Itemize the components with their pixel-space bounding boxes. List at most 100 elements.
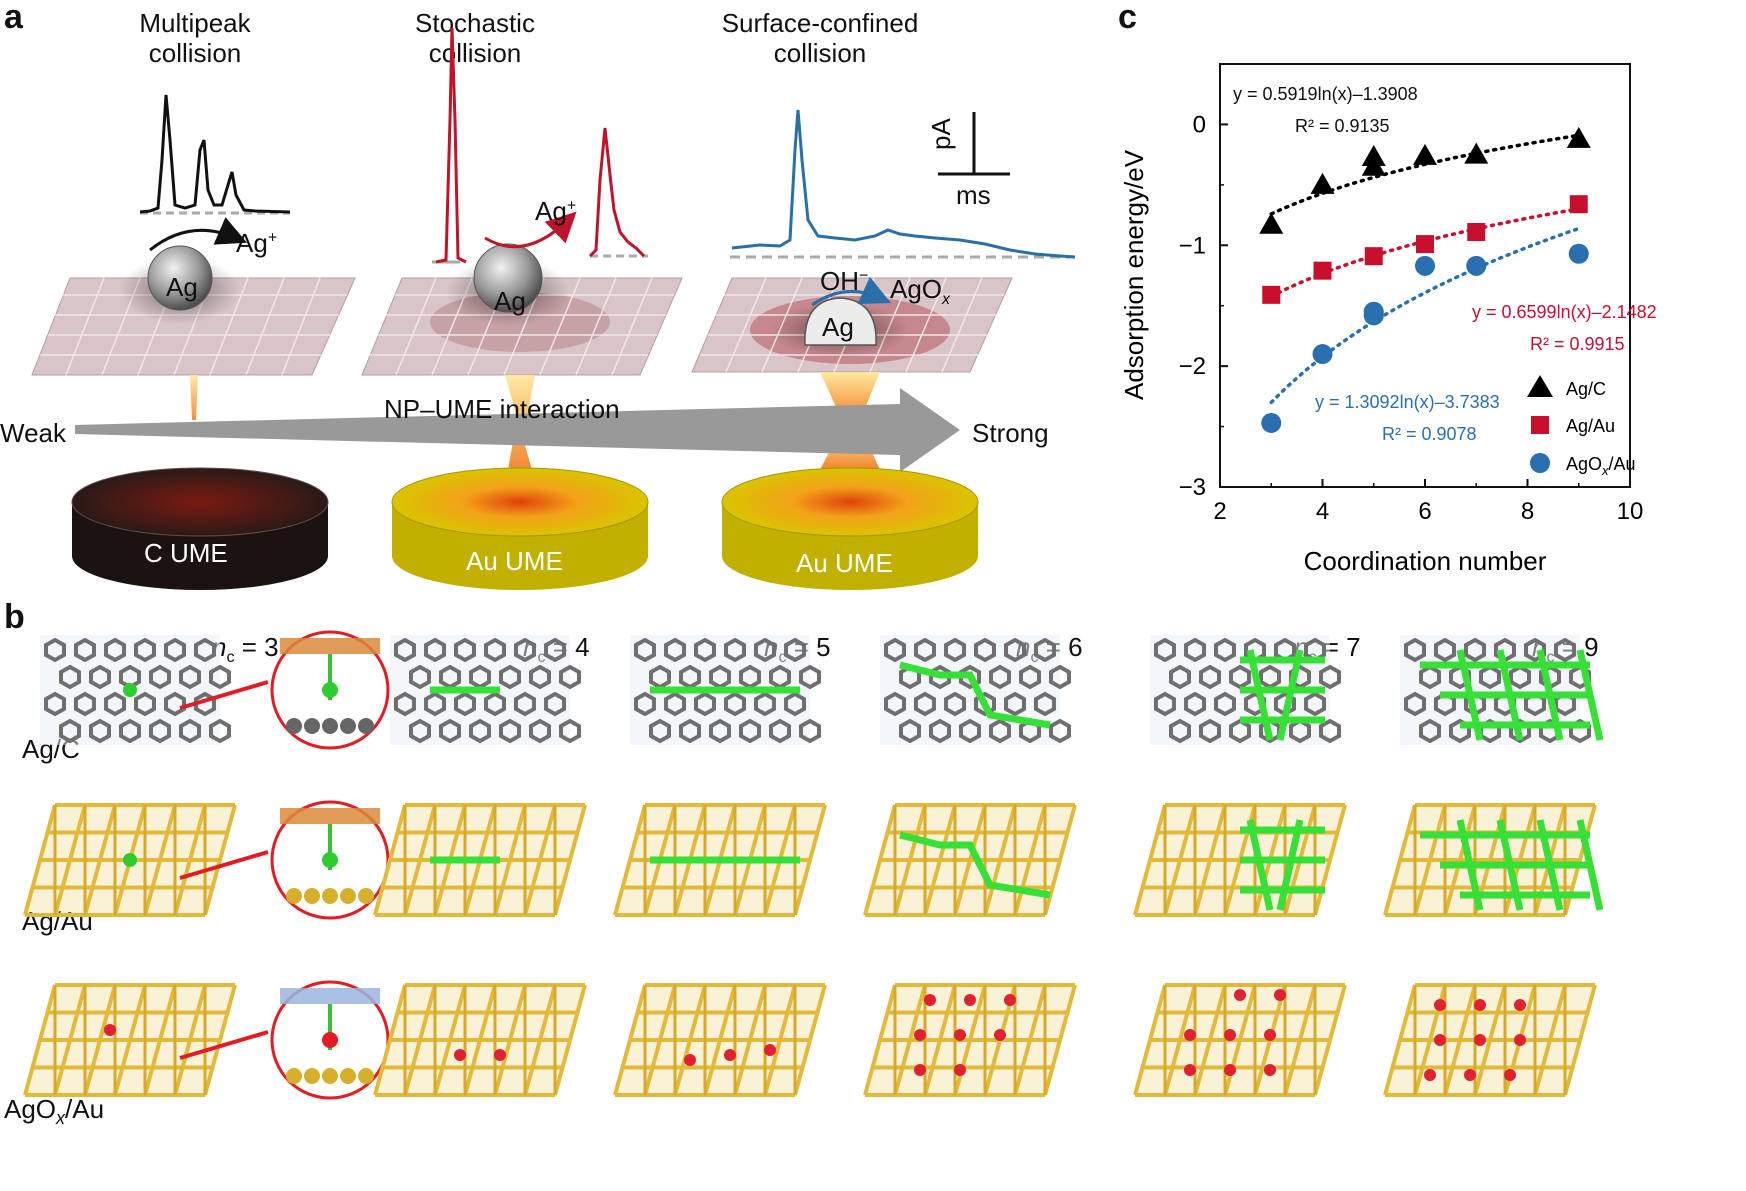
- point-agc: [1361, 154, 1386, 176]
- au-ume-label-1: Au UME: [466, 546, 563, 576]
- title-multipeak: Multipeak collision: [100, 8, 290, 68]
- panel-b-letter: b: [4, 598, 25, 636]
- plus-sup: +: [566, 197, 577, 215]
- y-tick-label: −2: [1179, 353, 1206, 380]
- au-ume-disk-1: [391, 467, 649, 590]
- point-agc: [1464, 142, 1489, 164]
- weak-label: Weak: [0, 418, 66, 448]
- point-agau: [1416, 235, 1434, 254]
- agox-text: AgO: [4, 1094, 57, 1124]
- structure-agox-nc5: [613, 983, 827, 1097]
- x-tick-label: 2: [1213, 498, 1226, 525]
- x-tick-label: 4: [1316, 498, 1329, 525]
- point-agau: [1313, 261, 1332, 280]
- fit-r2-agau: R² = 0.9915: [1530, 334, 1625, 354]
- oh-text: OH: [820, 266, 859, 296]
- legend-agc: Ag/C: [1566, 379, 1606, 399]
- oxidation-arrow: [811, 276, 891, 307]
- title-stochastic: Stochastic collision: [380, 8, 570, 68]
- point-agau: [1569, 195, 1588, 214]
- point-agc: [1259, 212, 1284, 234]
- legend-agau: Ag/Au: [1566, 416, 1615, 436]
- structure-agc-nc9: [1400, 635, 1604, 745]
- minus-sup: −: [859, 267, 869, 285]
- ag-particle-1: [120, 245, 240, 324]
- point-agox: [1568, 243, 1589, 264]
- title-surface-confined: Surface-confined collision: [690, 8, 950, 68]
- structure-agc-nc5: [630, 635, 821, 745]
- title-line1: Stochastic: [415, 8, 535, 38]
- structure-agau-nc4: [373, 803, 587, 917]
- x-axis-label: Coordination number: [1304, 546, 1547, 576]
- point-agau: [1467, 222, 1486, 241]
- field-funnel-1: [190, 375, 198, 420]
- x-tick-label: 10: [1617, 498, 1644, 525]
- structure-agox-nc3: [23, 980, 390, 1100]
- y-tick-label: 0: [1193, 111, 1206, 138]
- interaction-arrow: [75, 388, 960, 472]
- particle-label-1: Ag: [166, 272, 198, 302]
- ag-particle-2: [446, 243, 570, 326]
- interaction-label: NP–UME interaction: [384, 394, 620, 424]
- legend-square-icon: [1531, 416, 1549, 434]
- y-tick-label: −1: [1179, 232, 1206, 259]
- structure-agc-nc3: [40, 630, 390, 750]
- point-agc: [1566, 126, 1591, 148]
- dissolution-arrow-2: [484, 211, 577, 249]
- particle-label-2: Ag: [494, 286, 526, 316]
- trace-surface-confined: [730, 109, 1076, 259]
- panel-a-letter: a: [4, 0, 23, 36]
- dissolution-arrow-1: [149, 217, 248, 252]
- structure-agau-nc7: [1133, 803, 1347, 917]
- agox-sub: x: [942, 291, 951, 309]
- au-ume-label-2: Au UME: [796, 548, 893, 578]
- agox-sub: x: [56, 1108, 66, 1129]
- structure-agox-nc4: [373, 983, 587, 1097]
- ag-text: Ag: [535, 196, 567, 226]
- title-line2: collision: [428, 38, 522, 68]
- point-agox: [1466, 255, 1487, 276]
- c-ume-disk: [71, 467, 329, 590]
- point-agox: [1415, 255, 1435, 276]
- row-label-agox: AgOx/Au: [4, 1094, 104, 1129]
- structure-agc-nc6: [880, 635, 1071, 745]
- agox-text: AgO: [890, 274, 943, 304]
- structure-agox-nc6: [863, 983, 1077, 1097]
- panel-a-illustration: [31, 27, 1076, 590]
- structure-agox-nc7: [1133, 983, 1347, 1097]
- nc-value: = 3: [234, 632, 279, 662]
- structure-agc-nc7: [1150, 635, 1341, 745]
- point-agau: [1262, 285, 1281, 304]
- strong-label: Strong: [972, 418, 1049, 448]
- plus-sup: +: [267, 229, 278, 247]
- fit-eq-agox: y = 1.3092ln(x)–3.7383: [1315, 392, 1500, 412]
- c-ume-label: C UME: [144, 538, 228, 568]
- title-line2: collision: [148, 38, 242, 68]
- legend-circle-icon: [1530, 453, 1550, 473]
- structure-agau-nc3: [23, 800, 390, 920]
- ag-text: Ag: [236, 228, 268, 258]
- y-axis-label: Adsorption energy/eV: [1119, 149, 1149, 400]
- structure-agau-nc5: [613, 803, 827, 917]
- point-agc: [1310, 172, 1335, 194]
- point-agc: [1413, 143, 1437, 165]
- fit-r2-agc: R² = 0.9135: [1295, 116, 1390, 136]
- scale-bar: [938, 112, 1010, 176]
- ag-ion-label-2: Ag+: [535, 196, 576, 227]
- fit-eq-agc: y = 0.5919ln(x)–1.3908: [1233, 84, 1418, 104]
- structure-agau-nc9: [1383, 803, 1604, 917]
- ag-particle-3: [770, 297, 910, 358]
- agox-label: AgOx: [890, 274, 950, 309]
- ag-ion-label-1: Ag+: [236, 228, 277, 259]
- title-line1: Multipeak: [139, 8, 251, 38]
- point-agox: [1312, 344, 1333, 365]
- scale-x-label: ms: [956, 180, 991, 210]
- y-tick-label: −3: [1179, 474, 1206, 501]
- title-line1: Surface-confined: [721, 8, 919, 38]
- point-agox: [1261, 412, 1282, 433]
- point-agox: [1363, 305, 1384, 326]
- particle-label-3: Ag: [822, 312, 854, 342]
- au-ume-disk-2: [721, 467, 979, 590]
